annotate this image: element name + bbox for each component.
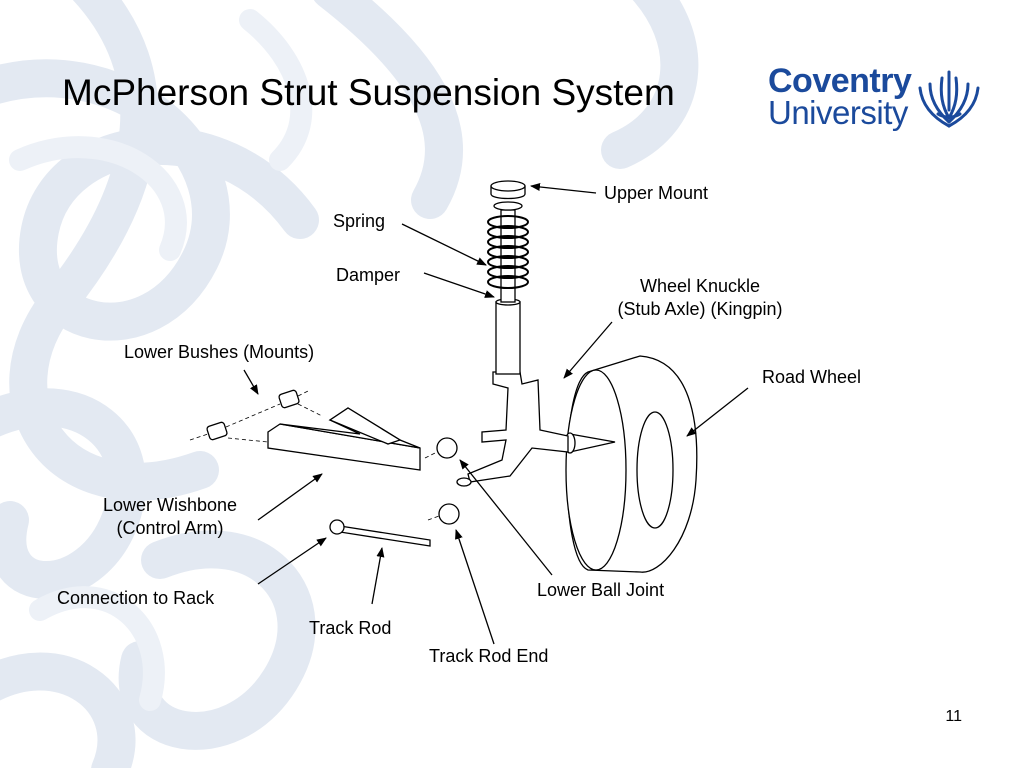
track-rod [329,519,431,547]
wheel-knuckle [456,371,569,487]
label-wheel-knuckle-line1: Wheel Knuckle [639,276,761,296]
coventry-university-logo: Coventry University [768,62,988,134]
damper [495,209,521,375]
label-wheel-knuckle: Wheel Knuckle (Stub Axle) (Kingpin) [590,275,810,321]
leader-arrows [243,182,749,645]
label-damper: Damper [336,265,401,285]
label-track-rod-end: Track Rod End [429,646,549,666]
logo-line-2: University [768,94,908,131]
logo-line-1: Coventry [768,62,912,100]
label-upper-mount: Upper Mount [604,183,709,203]
label-lower-wishbone: Lower Wishbone (Control Arm) [74,494,266,540]
page-number: 11 [945,708,962,725]
bush-axis-lines [189,389,323,443]
label-connection-to-rack: Connection to Rack [57,588,215,608]
label-track-rod: Track Rod [309,618,392,638]
label-wheel-knuckle-line2: (Stub Axle) (Kingpin) [617,299,783,319]
lower-bushes [206,389,300,441]
joint-axis-lines [424,451,440,521]
lower-ball-joint [436,437,458,459]
spring-seat [493,201,523,211]
road-wheel [565,355,698,573]
label-lower-wishbone-line1: Lower Wishbone [102,495,238,515]
label-spring: Spring [333,211,386,231]
spring [487,215,529,289]
label-road-wheel: Road Wheel [762,367,862,387]
track-rod-end-joint [438,503,460,525]
label-lower-bushes: Lower Bushes (Mounts) [124,342,315,362]
label-lower-ball-joint: Lower Ball Joint [537,580,665,600]
phoenix-icon [918,70,980,128]
lower-wishbone [267,407,421,471]
slide-title: McPherson Strut Suspension System [62,72,675,113]
label-lower-wishbone-line2: (Control Arm) [116,518,224,538]
upper-mount [490,180,526,200]
